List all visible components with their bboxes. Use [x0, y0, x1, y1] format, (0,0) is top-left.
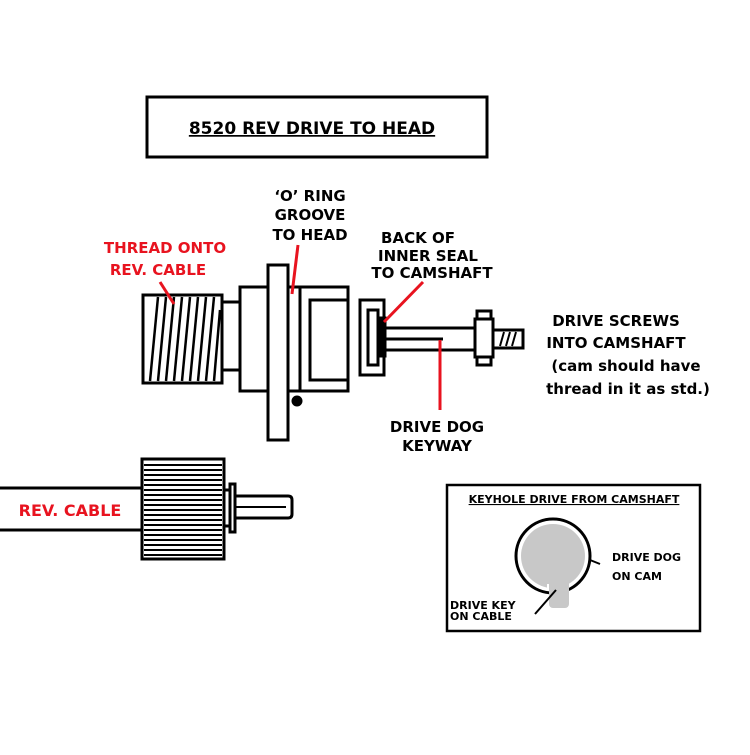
drive-assembly: [141, 263, 525, 442]
drive-dog-gray: [521, 524, 585, 588]
o-ring-dot: [291, 395, 303, 407]
label-drive-key-1: DRIVE KEY: [450, 599, 517, 612]
label-drive-screws-3: (cam should have: [551, 357, 700, 375]
label-drive-dog-2: ON CAM: [612, 570, 662, 583]
collar: [238, 285, 270, 393]
title-box: 8520 REV DRIVE TO HEAD: [145, 95, 489, 159]
thread-lines: [148, 296, 222, 382]
label-thread-onto-2: REV. CABLE: [110, 261, 206, 279]
label-keyway-2: KEYWAY: [402, 437, 473, 455]
rev-cable: [0, 457, 294, 561]
title: 8520 REV DRIVE TO HEAD: [189, 119, 435, 139]
label-drive-screws-1: DRIVE SCREWS: [552, 312, 680, 330]
neck: [220, 300, 242, 372]
label-o-ring-3: TO HEAD: [272, 226, 347, 244]
keyhole-title: KEYHOLE DRIVE FROM CAMSHAFT: [469, 493, 680, 506]
label-o-ring-2: GROOVE: [275, 206, 346, 224]
label-back-seal-1: BACK OF: [381, 229, 455, 247]
label-keyway-1: DRIVE DOG: [390, 418, 484, 436]
label-drive-screws-4: thread in it as std.): [546, 380, 710, 398]
label-drive-key-2: ON CABLE: [450, 610, 512, 623]
label-thread-onto-1: THREAD ONTO: [104, 239, 226, 257]
nut-bottom: [475, 355, 493, 367]
label-drive-dog-1: DRIVE DOG: [612, 551, 681, 564]
flange: [266, 263, 290, 442]
label-back-seal-3: TO CAMSHAFT: [371, 264, 493, 282]
o-ring-groove: [286, 285, 302, 393]
keyhole-box: KEYHOLE DRIVE FROM CAMSHAFT DRIVE DOG ON…: [445, 483, 702, 633]
label-drive-screws-2: INTO CAMSHAFT: [546, 334, 686, 352]
label-o-ring-1: ‘O’ RING: [274, 187, 345, 205]
leader-lines: [158, 244, 442, 410]
nut: [473, 317, 495, 359]
label-rev-cable: REV. CABLE: [19, 501, 122, 520]
label-back-seal-2: INNER SEAL: [378, 247, 478, 265]
drive-key: [549, 578, 569, 608]
body-inner: [308, 298, 350, 382]
